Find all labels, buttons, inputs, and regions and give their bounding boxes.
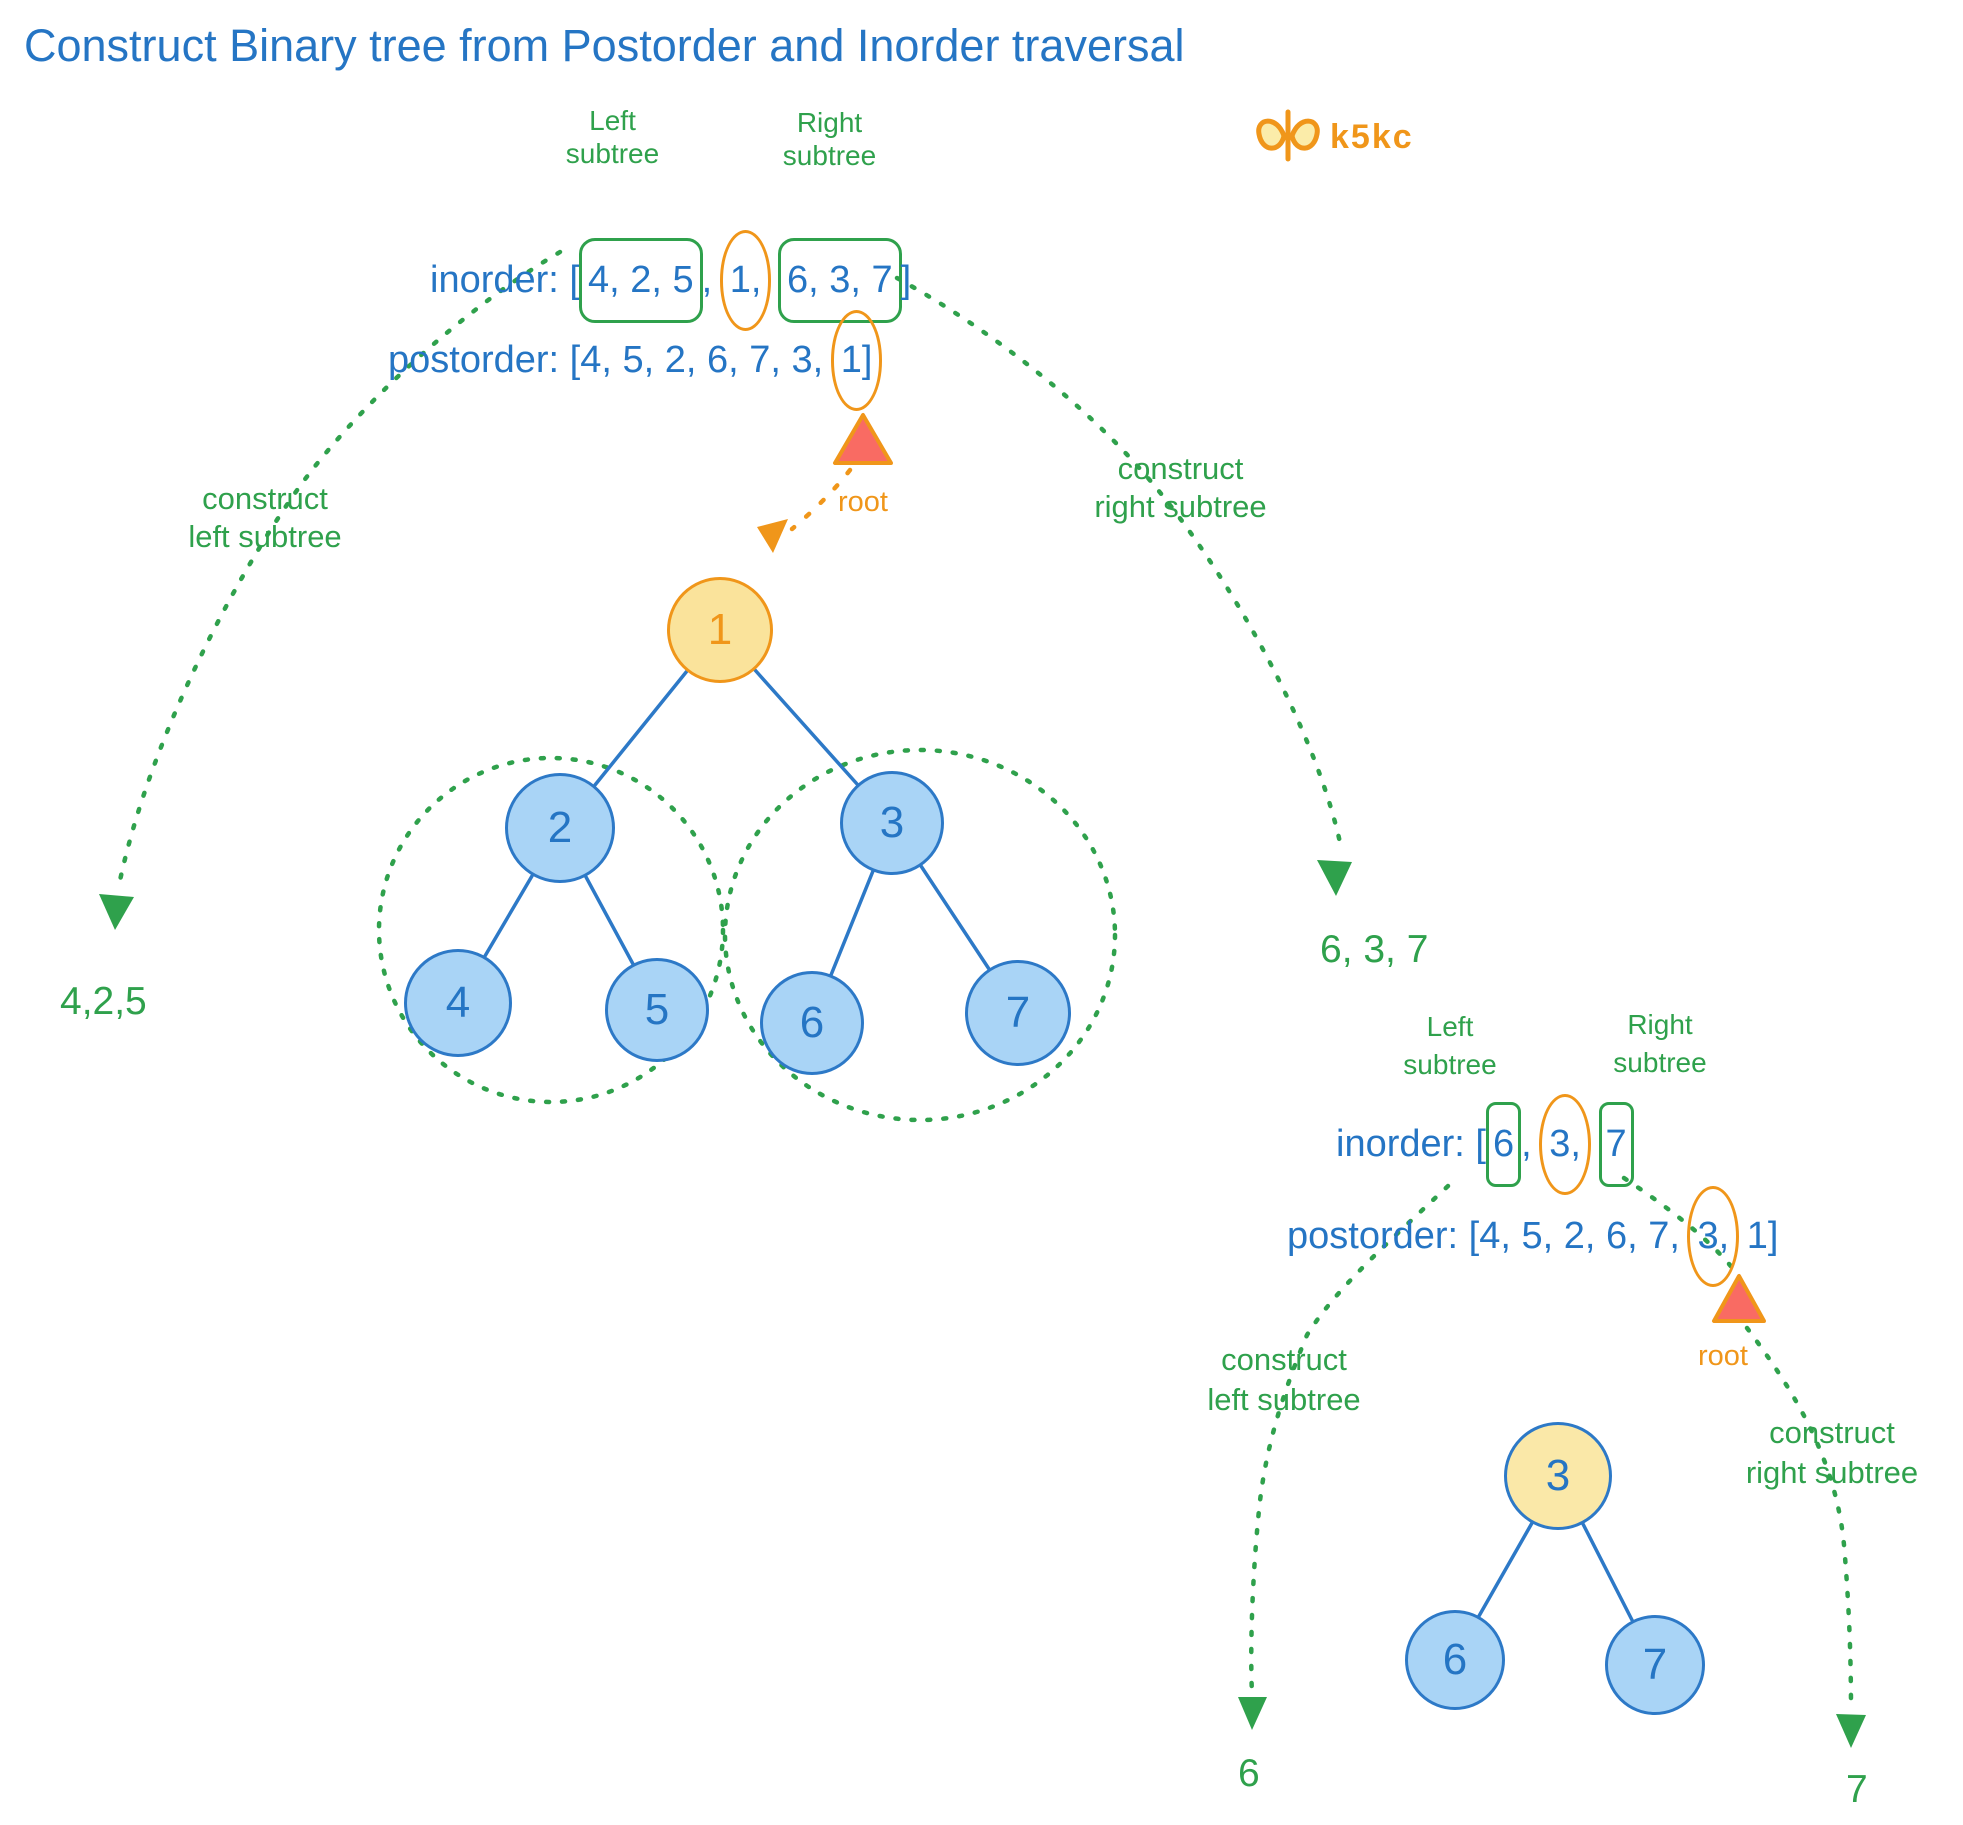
tree1-node-4: 4 xyxy=(404,949,512,1057)
left-subtree-label-line1: Left xyxy=(589,105,636,136)
construct-right-label-1: construct right subtree xyxy=(1058,450,1303,526)
inorder-sep2 xyxy=(1588,1123,1599,1165)
right-subtree-label-1: Right subtree xyxy=(757,106,902,172)
logo-text: k5kc xyxy=(1330,118,1414,156)
result-right-2: 7 xyxy=(1846,1768,1868,1811)
right-subtree-label-2: Right subtree xyxy=(1590,1006,1730,1082)
inorder-right-group-box: 6, 3, 7 xyxy=(778,238,902,323)
construct-left-line2: left subtree xyxy=(1207,1382,1361,1417)
root-arrow-1 xyxy=(757,467,853,553)
arrowhead-icon xyxy=(757,519,788,553)
left-subtree-label-line1: Left xyxy=(1426,1011,1474,1042)
left-subtree-label-2: Left subtree xyxy=(1380,1008,1520,1084)
postorder-suffix: 1] xyxy=(1736,1215,1779,1257)
right-subtree-label-line1: Right xyxy=(1627,1009,1693,1040)
inorder-prefix: inorder: [ xyxy=(430,259,580,301)
inorder-line-1: inorder: [4, 2, 5, 1, 6, 3, 7] xyxy=(430,230,912,331)
root-label-1: root xyxy=(838,486,888,518)
right-subtree-dashed-circle xyxy=(722,747,1118,1123)
tree2-node-6: 6 xyxy=(1405,1610,1505,1710)
inorder-sep: , xyxy=(1521,1123,1543,1165)
inorder-suffix: ] xyxy=(900,259,912,301)
root-pointer-triangle-2 xyxy=(1712,1274,1766,1323)
right-subtree-label-line2: subtree xyxy=(782,140,877,171)
inorder-right-group-box: 7 xyxy=(1598,1102,1634,1187)
construct-left-label-2: construct left subtree xyxy=(1178,1340,1390,1420)
inorder-root-ellipse: 1, xyxy=(719,230,772,331)
inorder-line-2: inorder: [6, 3, 7 xyxy=(1336,1094,1634,1195)
tree1-node-1: 1 xyxy=(667,577,773,683)
tree1-node-3: 3 xyxy=(840,771,944,875)
construct-left-label-1: construct left subtree xyxy=(145,480,385,556)
left-subtree-label-line2: subtree xyxy=(565,138,660,169)
inorder-left-group-box: 6 xyxy=(1485,1102,1522,1187)
tree1-node-2: 2 xyxy=(505,773,615,883)
inorder-root-ellipse: 3, xyxy=(1539,1094,1591,1195)
left-subtree-label-line2: subtree xyxy=(1403,1049,1497,1080)
construct-right-arrow-1 xyxy=(894,275,1352,896)
construct-right-line1: construct xyxy=(1117,451,1244,486)
construct-left-arrow-2 xyxy=(1238,1183,1451,1730)
arrowhead-icon xyxy=(99,894,134,930)
tree2-node-3: 3 xyxy=(1504,1422,1612,1530)
result-left-1: 4,2,5 xyxy=(60,980,147,1023)
postorder-root-ellipse: 1] xyxy=(830,310,883,411)
postorder-prefix: postorder: [4, 5, 2, 6, 7, 3, xyxy=(388,339,834,381)
tree2-node-7: 7 xyxy=(1605,1615,1705,1715)
right-subtree-label-line2: subtree xyxy=(1613,1047,1707,1078)
root-pointer-triangle-1 xyxy=(833,413,893,465)
tree1-edges xyxy=(483,668,991,977)
construct-left-line1: construct xyxy=(1221,1342,1347,1377)
result-left-2: 6 xyxy=(1238,1752,1260,1795)
construct-left-arrow-1 xyxy=(99,249,563,930)
construct-left-line1: construct xyxy=(202,481,328,516)
postorder-line-1: postorder: [4, 5, 2, 6, 7, 3, 1] xyxy=(388,310,883,411)
inorder-sep: , xyxy=(701,259,723,301)
arrowhead-icon xyxy=(1317,860,1352,896)
inorder-prefix: inorder: [ xyxy=(1336,1123,1486,1165)
left-subtree-label-1: Left subtree xyxy=(540,104,685,170)
root-label-2: root xyxy=(1698,1340,1748,1372)
inorder-left-group-box: 4, 2, 5 xyxy=(578,238,703,323)
construct-right-label-2: construct right subtree xyxy=(1712,1413,1952,1493)
page-title: Construct Binary tree from Postorder and… xyxy=(24,20,1185,71)
butterfly-logo-icon xyxy=(1256,109,1320,162)
result-right-1: 6, 3, 7 xyxy=(1320,928,1429,971)
construct-right-line1: construct xyxy=(1769,1415,1895,1450)
tree1-node-5: 5 xyxy=(605,958,709,1062)
tree2-edges xyxy=(1477,1521,1634,1622)
arrowhead-icon xyxy=(1238,1697,1267,1730)
tree1-node-7: 7 xyxy=(965,960,1071,1066)
postorder-line-2: postorder: [4, 5, 2, 6, 7, 3, 1] xyxy=(1287,1186,1779,1287)
construct-right-arrow-2 xyxy=(1621,1175,1866,1748)
tree1-node-6: 6 xyxy=(760,971,864,1075)
left-subtree-dashed-circle xyxy=(376,755,726,1105)
construct-left-line2: left subtree xyxy=(188,519,342,554)
postorder-root-ellipse: 3, xyxy=(1687,1186,1740,1287)
construct-right-line2: right subtree xyxy=(1745,1455,1919,1490)
right-subtree-label-line1: Right xyxy=(796,107,863,138)
construct-right-line2: right subtree xyxy=(1094,489,1267,524)
arrowhead-icon xyxy=(1836,1714,1866,1748)
postorder-prefix: postorder: [4, 5, 2, 6, 7, xyxy=(1287,1215,1691,1257)
